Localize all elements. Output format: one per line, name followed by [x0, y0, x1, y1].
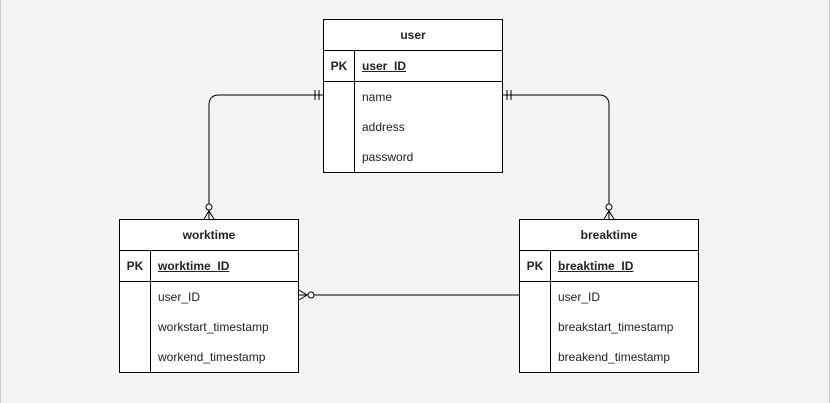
zero-or-many-icon	[298, 289, 315, 301]
entity-worktime[interactable]: worktime PK worktime_ID user_ID workstar…	[119, 219, 299, 373]
pk-field: breaktime_ID	[558, 259, 634, 273]
field-row: password	[324, 142, 502, 172]
field-row: workend_timestamp	[120, 342, 298, 372]
field-row: address	[324, 112, 502, 142]
field-breakend-timestamp: breakend_timestamp	[558, 350, 671, 364]
field-name: name	[362, 90, 393, 104]
entity-breaktime[interactable]: breaktime PK breaktime_ID user_ID breaks…	[519, 219, 699, 373]
field-password: password	[362, 150, 414, 164]
field-row: breakend_timestamp	[520, 342, 698, 372]
zero-or-many-icon	[203, 203, 215, 220]
field-user-id: user_ID	[558, 290, 601, 304]
field-address: address	[362, 120, 405, 134]
field-row: name	[324, 82, 502, 112]
entity-title: user	[324, 20, 502, 51]
one-and-only-one-icon	[506, 90, 512, 100]
pk-field: worktime_ID	[158, 259, 230, 273]
entity-user[interactable]: user PK user_ID name address password	[323, 19, 503, 173]
entity-title: worktime	[120, 220, 298, 251]
pk-label: PK	[520, 251, 551, 281]
field-workend-timestamp: workend_timestamp	[158, 350, 266, 364]
field-breakstart-timestamp: breakstart_timestamp	[558, 320, 674, 334]
field-row: user_ID	[520, 282, 698, 312]
pk-row: PK user_ID	[324, 51, 502, 82]
field-workstart-timestamp: workstart_timestamp	[158, 320, 269, 334]
field-row: breakstart_timestamp	[520, 312, 698, 342]
pk-row: PK breaktime_ID	[520, 251, 698, 282]
one-and-only-one-icon	[314, 90, 320, 100]
pk-field: user_ID	[362, 59, 407, 73]
zero-or-many-icon	[603, 203, 615, 220]
field-row: user_ID	[120, 282, 298, 312]
pk-row: PK worktime_ID	[120, 251, 298, 282]
relationship-user-breaktime	[503, 94, 610, 219]
field-row: workstart_timestamp	[120, 312, 298, 342]
pk-label: PK	[324, 51, 355, 81]
relationship-user-worktime	[208, 94, 323, 219]
pk-label: PK	[120, 251, 151, 281]
entity-title: breaktime	[520, 220, 698, 251]
field-user-id: user_ID	[158, 290, 201, 304]
